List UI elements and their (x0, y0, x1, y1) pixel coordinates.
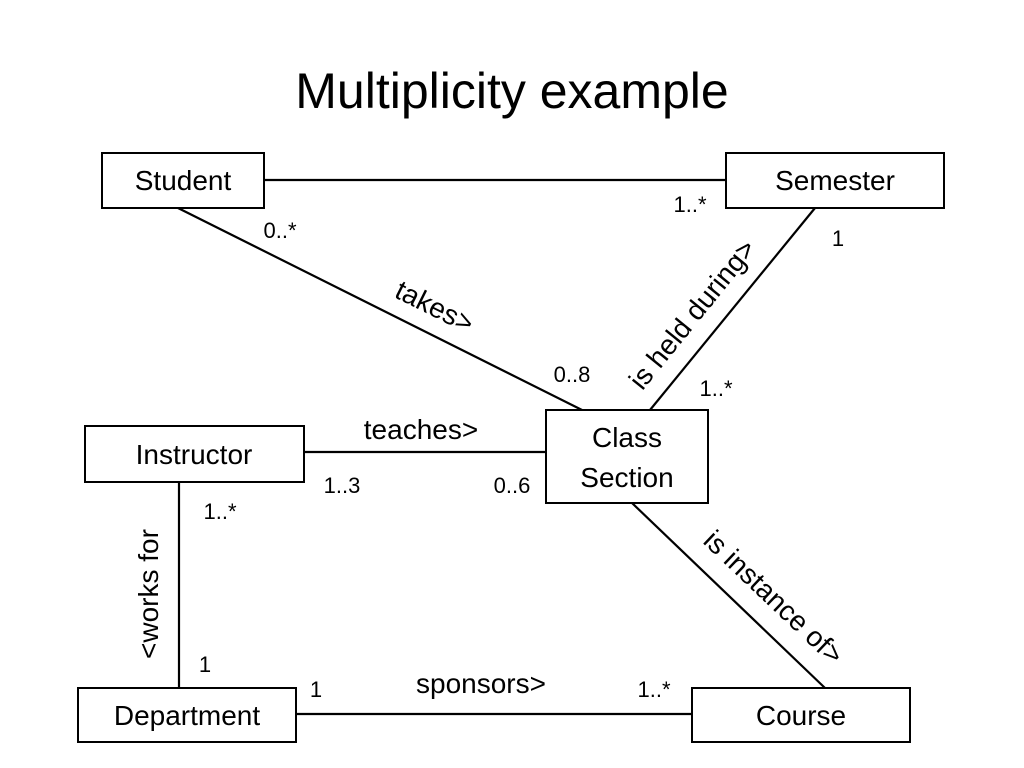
class-section-label-line2: Section (580, 462, 673, 493)
assoc-label-is-instance-of: is instance of> (698, 524, 850, 670)
assoc-label-works-for: <works for (133, 529, 164, 659)
mult-sponsors-at-course: 1..* (637, 677, 670, 702)
diagram-title: Multiplicity example (295, 63, 729, 119)
mult-teaches-at-instructor: 1..3 (324, 473, 361, 498)
takes-line (177, 207, 583, 411)
mult-teaches-at-section: 0..6 (494, 473, 531, 498)
mult-works-at-department: 1 (199, 652, 211, 677)
assoc-label-takes: takes> (390, 274, 478, 339)
assoc-label-is-held-during: is held during> (623, 233, 762, 395)
class-section-label-line1: Class (592, 422, 662, 453)
class-instructor-label: Instructor (136, 439, 253, 470)
mult-held-at-semester: 1 (832, 226, 844, 251)
class-instructor: Instructor (84, 425, 305, 483)
class-department: Department (77, 687, 297, 743)
mult-takes-at-section: 0..8 (554, 362, 591, 387)
class-semester-label: Semester (775, 165, 895, 196)
is-held-during-line (649, 207, 816, 411)
class-student-label: Student (135, 165, 232, 196)
class-course-label: Course (756, 700, 846, 731)
class-department-label: Department (114, 700, 261, 731)
class-class-section: Class Section (545, 409, 709, 504)
mult-takes-at-student: 0..* (263, 218, 296, 243)
class-course: Course (691, 687, 911, 743)
mult-works-at-instructor: 1..* (203, 499, 236, 524)
assoc-label-sponsors: sponsors> (416, 668, 546, 699)
assoc-label-teaches: teaches> (364, 414, 478, 445)
class-semester: Semester (725, 152, 945, 209)
mult-held-at-section: 1..* (699, 376, 732, 401)
mult-sponsors-at-department: 1 (310, 677, 322, 702)
is-instance-of-line (631, 502, 826, 689)
class-student: Student (101, 152, 265, 209)
mult-student-semester-at-semester: 1..* (673, 192, 706, 217)
